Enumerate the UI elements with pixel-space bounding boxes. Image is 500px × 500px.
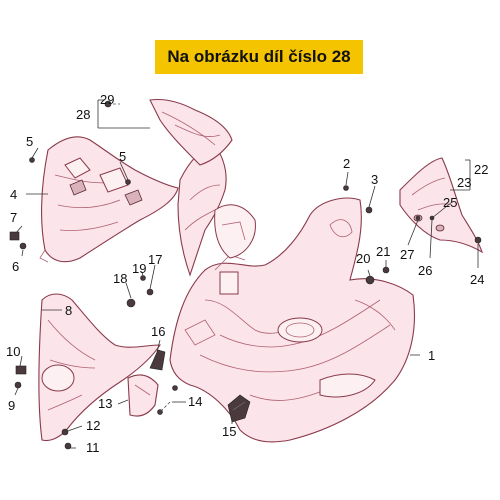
part-15-small-panel [227,394,251,423]
callout-28: 28 [76,107,90,122]
callout-7: 7 [10,210,17,225]
part-25-right-panel [399,157,483,254]
banner-text: Na obrázku díl číslo 28 [167,47,351,66]
callout-18: 18 [113,271,127,286]
upper-center-panel [177,144,256,277]
callout-15: 15 [222,424,236,439]
callout-22: 22 [474,162,488,177]
callout-24: 24 [470,272,484,287]
callout-19: 19 [132,261,146,276]
callout-14: 14 [188,394,202,409]
callout-4: 4 [10,187,17,202]
callout-26: 26 [418,263,432,278]
callout-5-left: 5 [26,134,33,149]
part-8-left-lower-fairing [38,293,162,442]
callout-13: 13 [98,396,112,411]
callout-9: 9 [8,398,15,413]
callout-21: 21 [376,244,390,259]
callout-23: 23 [457,175,471,190]
title-banner: Na obrázku díl číslo 28 [155,40,363,74]
callout-17: 17 [148,252,162,267]
callout-5-right: 5 [119,149,126,164]
callout-29: 29 [100,92,114,107]
callout-labels: 28 29 5 5 4 7 6 2 3 22 23 25 17 19 18 21… [6,92,488,455]
callout-8: 8 [65,303,72,318]
part-1-front-body [169,197,416,443]
callout-11: 11 [86,440,100,455]
part-16-clip [149,349,166,371]
callout-1: 1 [428,348,435,363]
callout-25: 25 [443,195,457,210]
callout-6: 6 [12,259,19,274]
part-28-top-cover [149,98,233,166]
part-13-bracket [127,374,159,417]
callout-20: 20 [356,251,370,266]
callout-10: 10 [6,344,20,359]
leader-lines [14,99,479,449]
fasteners [9,100,482,450]
part-4-upper-fairing [39,136,179,263]
callout-12: 12 [86,418,100,433]
callout-16: 16 [151,324,165,339]
callout-2: 2 [343,156,350,171]
callout-3: 3 [371,172,378,187]
callout-27: 27 [400,247,414,262]
